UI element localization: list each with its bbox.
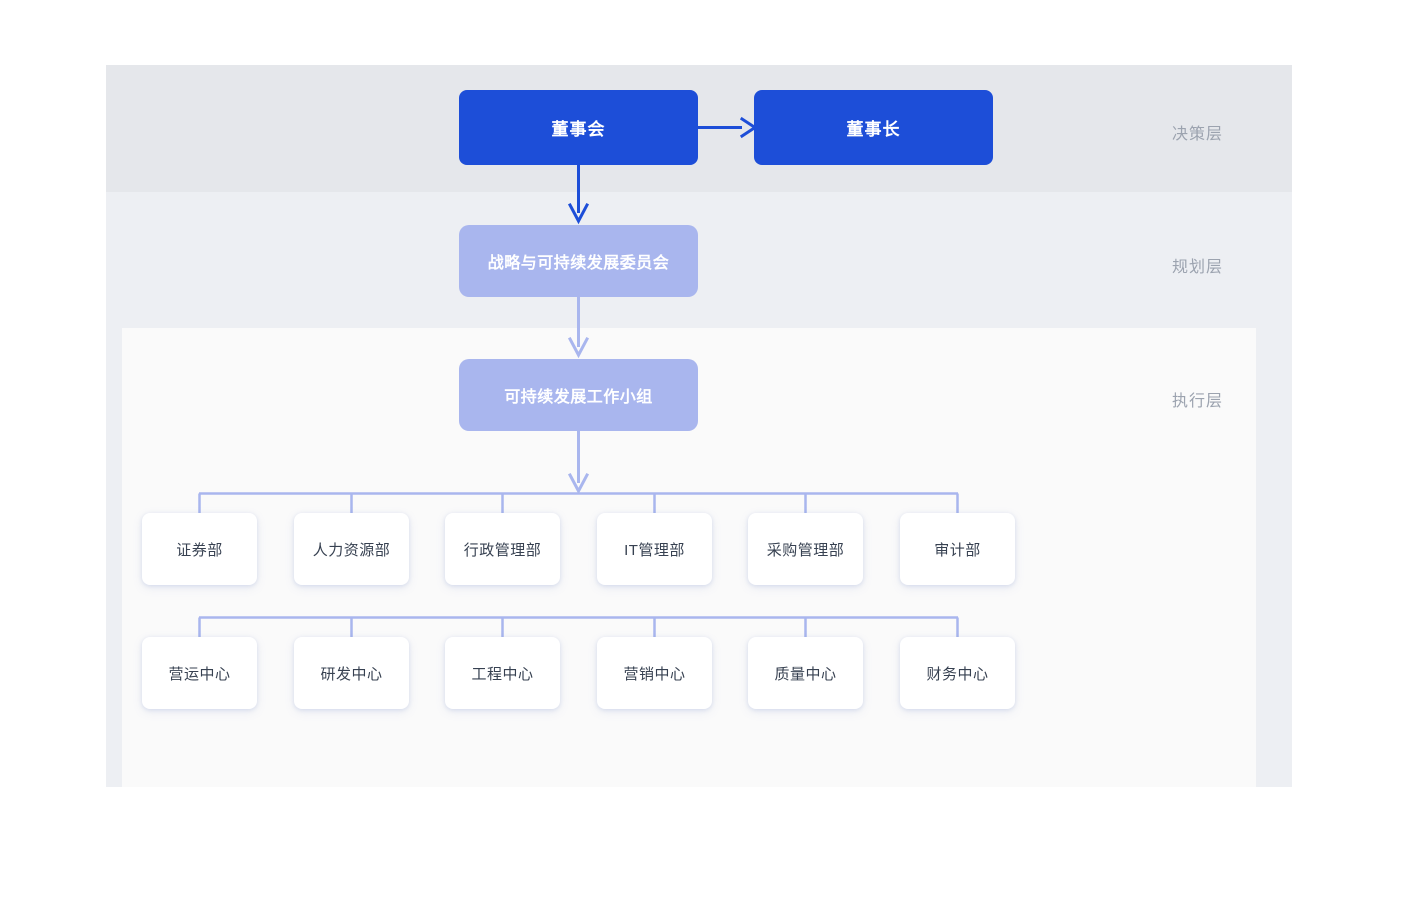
node-department-quality[interactable]: 质量中心 — [748, 637, 863, 709]
node-department-it[interactable]: IT管理部 — [597, 513, 712, 585]
node-department-audit[interactable]: 审计部 — [900, 513, 1015, 585]
node-chairman[interactable]: 董事长 — [754, 90, 993, 165]
node-department-finance[interactable]: 财务中心 — [900, 637, 1015, 709]
layer-label-planning: 规划层 — [1172, 259, 1224, 276]
node-department-admin[interactable]: 行政管理部 — [445, 513, 560, 585]
node-department-operations[interactable]: 营运中心 — [142, 637, 257, 709]
node-department-purchasing[interactable]: 采购管理部 — [748, 513, 863, 585]
node-sustainability-working-group[interactable]: 可持续发展工作小组 — [459, 359, 698, 431]
node-department-hr[interactable]: 人力资源部 — [294, 513, 409, 585]
layer-label-decision: 决策层 — [1172, 126, 1224, 143]
layer-label-execution: 执行层 — [1172, 393, 1224, 410]
layer-band-decision — [106, 65, 1292, 192]
node-department-securities[interactable]: 证券部 — [142, 513, 257, 585]
node-board-of-directors[interactable]: 董事会 — [459, 90, 698, 165]
node-department-marketing[interactable]: 营销中心 — [597, 637, 712, 709]
node-strategy-sustainability-committee[interactable]: 战略与可持续发展委员会 — [459, 225, 698, 297]
node-department-engineering[interactable]: 工程中心 — [445, 637, 560, 709]
node-department-rnd[interactable]: 研发中心 — [294, 637, 409, 709]
